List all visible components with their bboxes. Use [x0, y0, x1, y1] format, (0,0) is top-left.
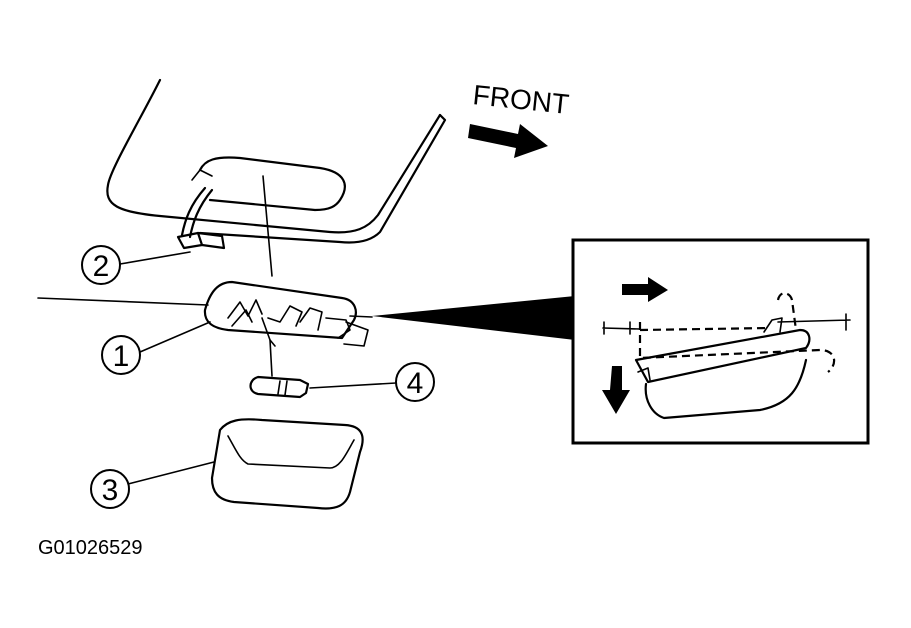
- headliner-panel: [106, 78, 447, 244]
- wire-harness-connector: [176, 186, 226, 250]
- detail-inset: [571, 238, 870, 445]
- slide-arrow-icon: [622, 277, 668, 302]
- pull-arrow-icon: [602, 366, 630, 414]
- ceiling-line-left: [37, 297, 209, 306]
- callout-3-label: 3: [102, 474, 119, 507]
- detail-pointer: [372, 296, 575, 340]
- ceiling-line-right: [349, 315, 373, 318]
- callout-3: 3: [90, 461, 215, 509]
- front-arrow-icon: [468, 124, 548, 158]
- callout-1-label: 1: [113, 340, 130, 373]
- callout-4: 4: [309, 362, 435, 402]
- headliner-recess: [191, 156, 346, 212]
- callout-2-label: 2: [93, 250, 110, 283]
- callout-1: 1: [101, 321, 211, 375]
- lamp-housing: [203, 280, 369, 347]
- callout-2: 2: [81, 245, 191, 285]
- figure-id: G01026529: [38, 537, 143, 559]
- front-label: FRONT: [471, 79, 570, 120]
- callout-4-label: 4: [407, 367, 424, 400]
- bulb: [249, 339, 310, 399]
- lens: [210, 418, 364, 510]
- alignment-line: [262, 175, 273, 277]
